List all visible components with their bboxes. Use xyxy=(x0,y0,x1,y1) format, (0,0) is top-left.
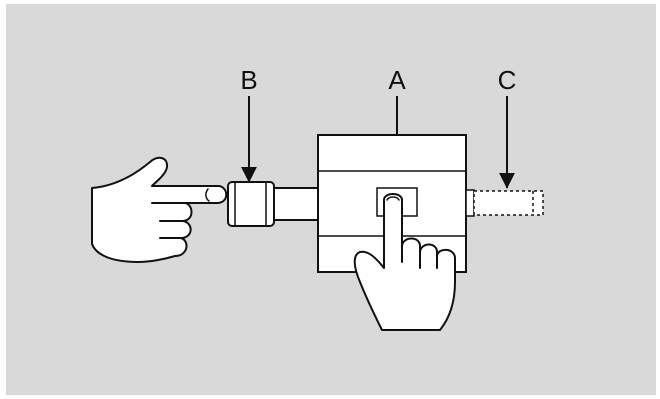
right-stub xyxy=(465,189,475,217)
extended-plunger xyxy=(473,190,544,216)
push-knob xyxy=(227,181,275,227)
left-shaft xyxy=(272,187,319,221)
label-a: A xyxy=(388,65,406,95)
pressing-hand xyxy=(353,193,456,331)
label-c: C xyxy=(498,65,517,95)
label-b: B xyxy=(240,65,257,95)
pointing-hand xyxy=(91,156,228,263)
